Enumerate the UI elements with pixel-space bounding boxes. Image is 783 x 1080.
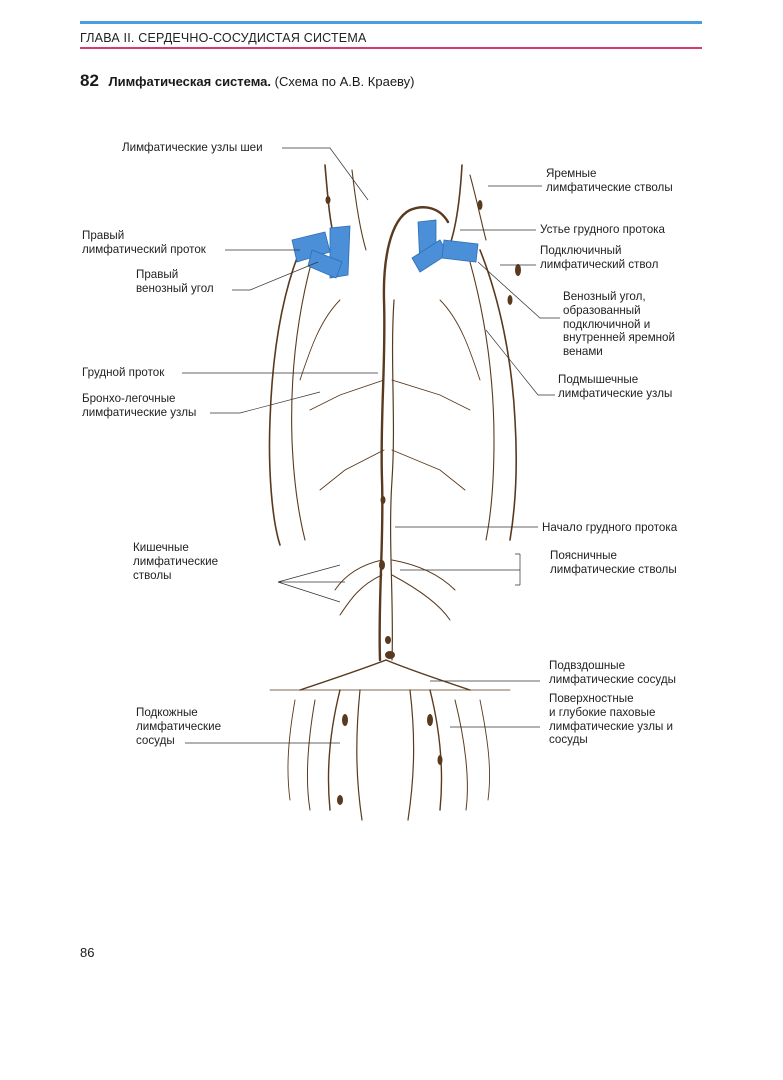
label-thoracic-duct: Грудной проток: [82, 366, 165, 379]
figure-number: 82: [80, 71, 99, 90]
label-right-lymph-duct: Правый лимфатический проток: [82, 229, 206, 256]
label-lumbar-trunks: Поясничные лимфатические стволы: [550, 549, 677, 576]
label-intestinal-trunks: Кишечные лимфатические стволы: [133, 541, 219, 582]
label-subclavian-trunk: Подключичный лимфатический ствол: [540, 244, 659, 271]
chapter-heading: ГЛАВА II. СЕРДЕЧНО-СОСУДИСТАЯ СИСТЕМА: [80, 31, 367, 45]
label-right-venous-angle: Правый венозный угол: [136, 268, 214, 295]
label-thoracic-duct-start: Начало грудного протока: [542, 521, 678, 534]
label-inguinal-nodes: Поверхностные и глубокие паховые лимфати…: [549, 692, 674, 747]
label-neck-nodes: Лимфатические узлы шеи: [122, 141, 263, 154]
label-iliac-vessels: Подвздошные лимфатические сосуды: [549, 659, 676, 686]
figure-caption: 82 Лимфатическая система. (Схема по А.В.…: [80, 71, 415, 91]
header-rule-red: [80, 47, 702, 49]
label-venous-angle: Венозный угол, образованный подключичной…: [563, 290, 675, 359]
label-axillary-nodes: Подмышечные лимфатические узлы: [558, 373, 673, 400]
lymph-nodes: [325, 196, 521, 805]
leader-lines: [182, 147, 560, 744]
header-rule-blue: [80, 21, 702, 24]
label-bronchopulmonary-nodes: Бронхо-легочные лимфатические узлы: [82, 392, 197, 419]
label-jugular-trunks: Яремные лимфатические стволы: [546, 167, 673, 194]
label-subcutaneous-vessels: Подкожные лимфатические сосуды: [136, 706, 222, 747]
figure-subtitle: (Схема по А.В. Краеву): [274, 74, 415, 89]
figure-title: Лимфатическая система.: [108, 74, 272, 89]
page-number: 86: [80, 945, 95, 960]
venous-angles: [291, 219, 479, 279]
label-duct-mouth: Устье грудного протока: [540, 223, 665, 236]
